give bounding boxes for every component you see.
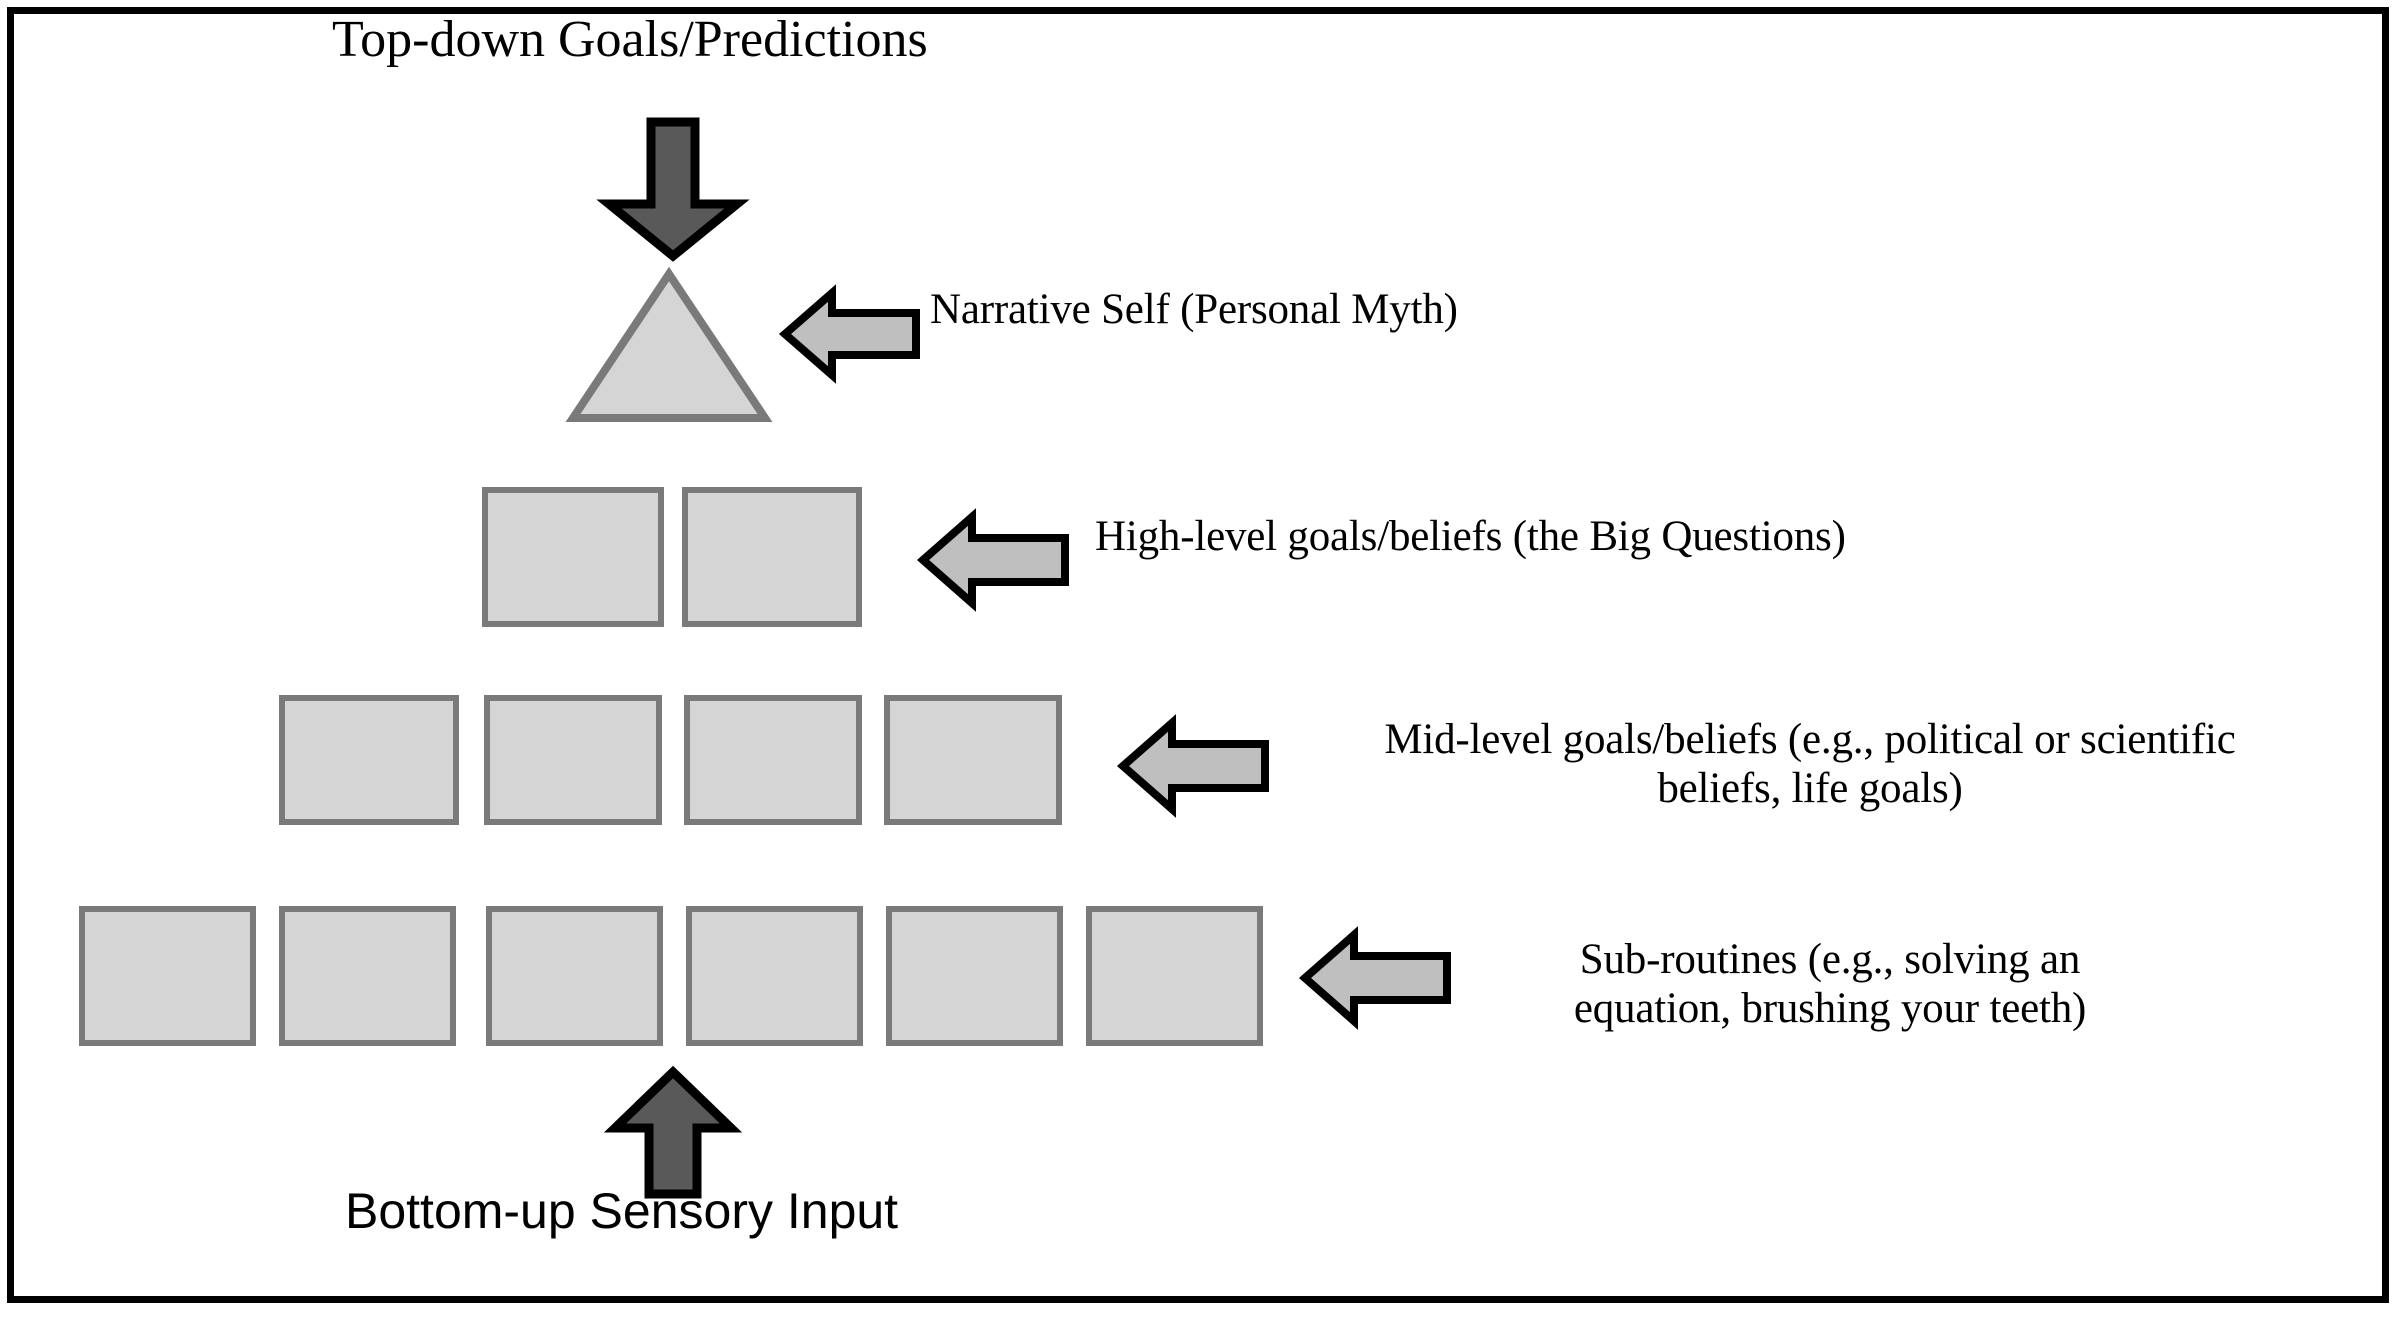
arrow-left-icon — [778, 284, 920, 384]
arrow-down-icon — [596, 117, 750, 262]
diagram-frame — [7, 7, 2389, 1303]
high-level-box[interactable] — [482, 487, 664, 627]
sub-routine-box[interactable] — [486, 906, 663, 1046]
high-level-box[interactable] — [682, 487, 862, 627]
sub-routine-box[interactable] — [1086, 906, 1263, 1046]
mid-level-label: Mid-level goals/beliefs (e.g., political… — [1290, 715, 2330, 813]
label-line: Narrative Self (Personal Myth) — [930, 286, 1458, 333]
arrow-left-icon — [916, 508, 1069, 612]
sub-routines-label: Sub-routines (e.g., solving an equation,… — [1470, 935, 2190, 1033]
top-down-title: Top-down Goals/Predictions — [332, 11, 928, 68]
label-line: Mid-level goals/beliefs (e.g., political… — [1384, 716, 2236, 763]
label-line: beliefs, life goals) — [1657, 765, 1963, 813]
label-line: equation, brushing your teeth) — [1573, 985, 2087, 1033]
label-line: Sub-routines (e.g., solving an — [1579, 936, 2081, 983]
sub-routine-box[interactable] — [79, 906, 256, 1046]
mid-level-box[interactable] — [484, 695, 662, 825]
bottom-up-title: Bottom-up Sensory Input — [345, 1183, 899, 1239]
narrative-self-label: Narrative Self (Personal Myth) — [930, 285, 1630, 334]
label-line: High-level goals/beliefs (the Big Questi… — [1095, 513, 1846, 560]
mid-level-box[interactable] — [884, 695, 1062, 825]
mid-level-box[interactable] — [684, 695, 862, 825]
sub-routine-box[interactable] — [886, 906, 1063, 1046]
mid-level-box[interactable] — [279, 695, 459, 825]
narrative-self-triangle[interactable] — [565, 266, 775, 426]
sub-routine-box[interactable] — [686, 906, 863, 1046]
high-level-label: High-level goals/beliefs (the Big Questi… — [1095, 512, 2075, 561]
arrow-left-icon — [1298, 926, 1451, 1030]
sub-routine-box[interactable] — [279, 906, 456, 1046]
arrow-left-icon — [1116, 714, 1269, 818]
arrow-up-icon — [603, 1065, 743, 1199]
